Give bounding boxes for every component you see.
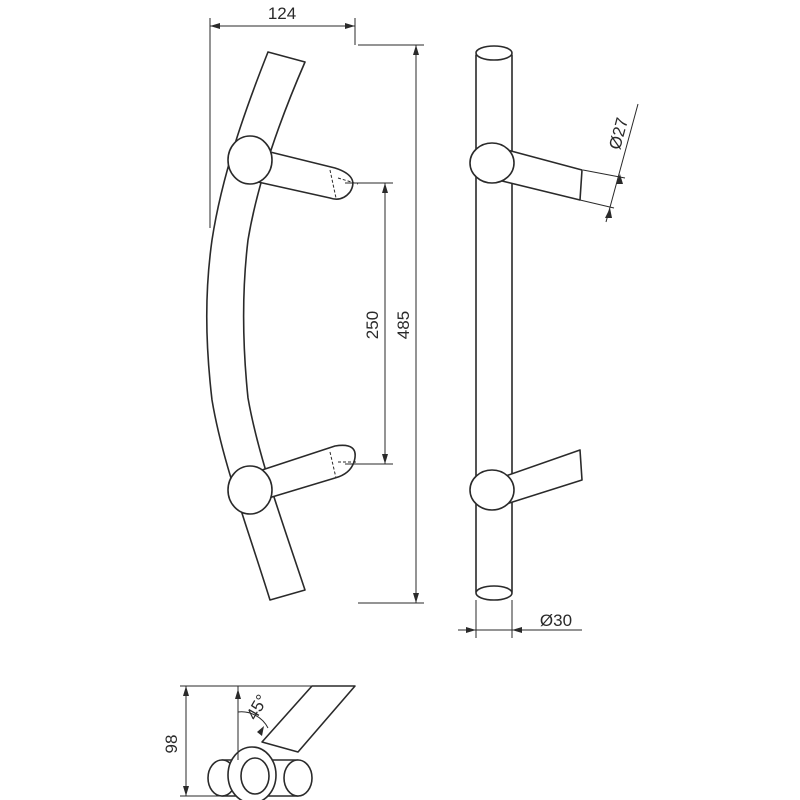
dim-post-diameter-label: Ø27 bbox=[605, 116, 632, 152]
detail-joint-inner bbox=[240, 757, 270, 795]
lower-standoff bbox=[227, 444, 358, 515]
detail-post-cap bbox=[283, 759, 313, 797]
straight-bar bbox=[475, 54, 513, 599]
dim-height-label: 485 bbox=[394, 311, 413, 339]
dim-width-label: 124 bbox=[268, 4, 296, 23]
dim-bar-diameter-label: Ø30 bbox=[540, 611, 572, 630]
front-view: 124 250 485 bbox=[205, 4, 424, 604]
side-upper-joint bbox=[469, 142, 515, 184]
upper-standoff bbox=[227, 135, 359, 200]
dim-angle-label: 45° bbox=[243, 691, 272, 723]
dim-depth-label: 98 bbox=[162, 735, 181, 754]
top-view: 98 45° bbox=[162, 685, 356, 800]
side-view: Ø27 Ø30 bbox=[458, 45, 639, 638]
side-lower-joint bbox=[469, 469, 515, 511]
lower-joint bbox=[227, 465, 273, 515]
upper-joint bbox=[227, 135, 273, 185]
bar-top-cap bbox=[475, 45, 513, 61]
angled-bar bbox=[261, 685, 356, 753]
dim-spacing-label: 250 bbox=[363, 311, 382, 339]
bar-bottom-cap bbox=[475, 585, 513, 601]
curved-bar bbox=[205, 51, 306, 601]
